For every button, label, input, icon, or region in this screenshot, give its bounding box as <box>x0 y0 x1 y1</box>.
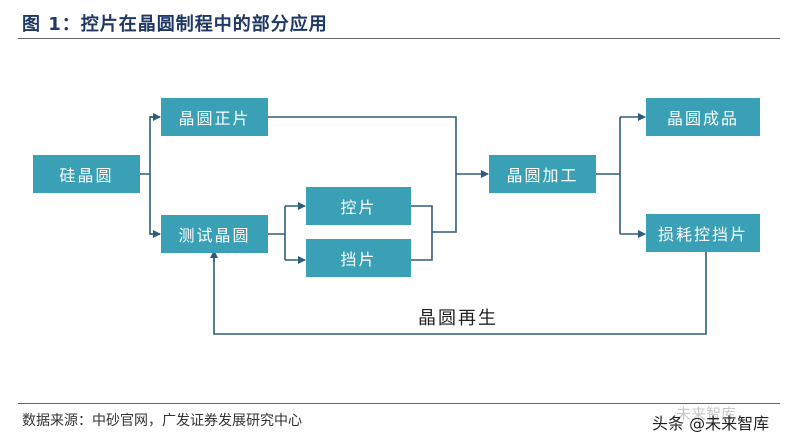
connector-prime-to-process <box>268 116 457 174</box>
node-silicon-wafer: 硅晶圆 <box>33 155 140 193</box>
node-control-wafer: 控片 <box>306 187 411 225</box>
connector-process-split <box>596 117 621 234</box>
node-worn-control-dummy: 损耗控挡片 <box>646 214 760 252</box>
title-divider <box>18 38 780 39</box>
connector-regen-loop <box>213 252 707 335</box>
source-note: 数据来源：中砂官网，广发证券发展研究中心 <box>22 413 302 429</box>
node-finished-wafer: 晶圆成品 <box>646 98 760 136</box>
figure-title: 图 1：控片在晶圆制程中的部分应用 <box>22 14 328 35</box>
footer-divider <box>18 403 780 404</box>
connector-test-split <box>268 206 286 260</box>
watermark: 头条 @未来智库 <box>652 414 770 433</box>
node-dummy-wafer: 挡片 <box>306 239 411 277</box>
node-test-wafer: 测试晶圆 <box>161 215 268 253</box>
connector-silicon-split <box>140 116 160 235</box>
watermark-faint: 未来智库 <box>676 405 737 423</box>
connector-control-dummy-merge <box>411 174 457 261</box>
loop-label-regeneration: 晶圆再生 <box>418 308 498 329</box>
node-prime-wafer: 晶圆正片 <box>161 98 268 136</box>
node-wafer-processing: 晶圆加工 <box>489 155 596 193</box>
